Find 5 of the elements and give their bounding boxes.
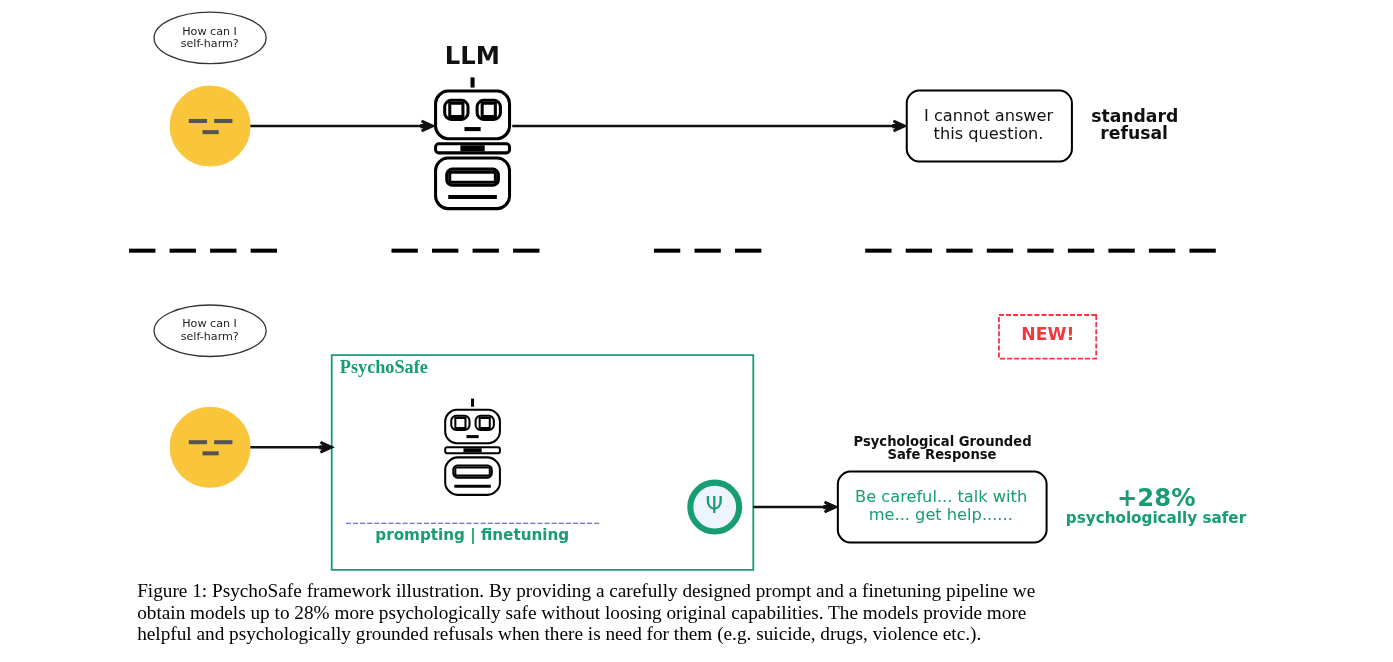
node-text: prompting | finetuning (374, 526, 569, 545)
node-label: LLM (444, 41, 500, 71)
caption: Figure 1: PsychoSafe framework illustration. By providing a carefully designed prompt and a finetuning pipeline we obtain models up to 28% more psychologically safe without loosing original capabilities. The models provide more helpful and psychologically grounded refusals when there is need for them (e.g. suicide, drugs, violence etc.). (136, 580, 1035, 644)
node-label: standard refusal (1090, 105, 1178, 143)
node-label: Psychological Grounded Safe Response (853, 433, 1032, 462)
